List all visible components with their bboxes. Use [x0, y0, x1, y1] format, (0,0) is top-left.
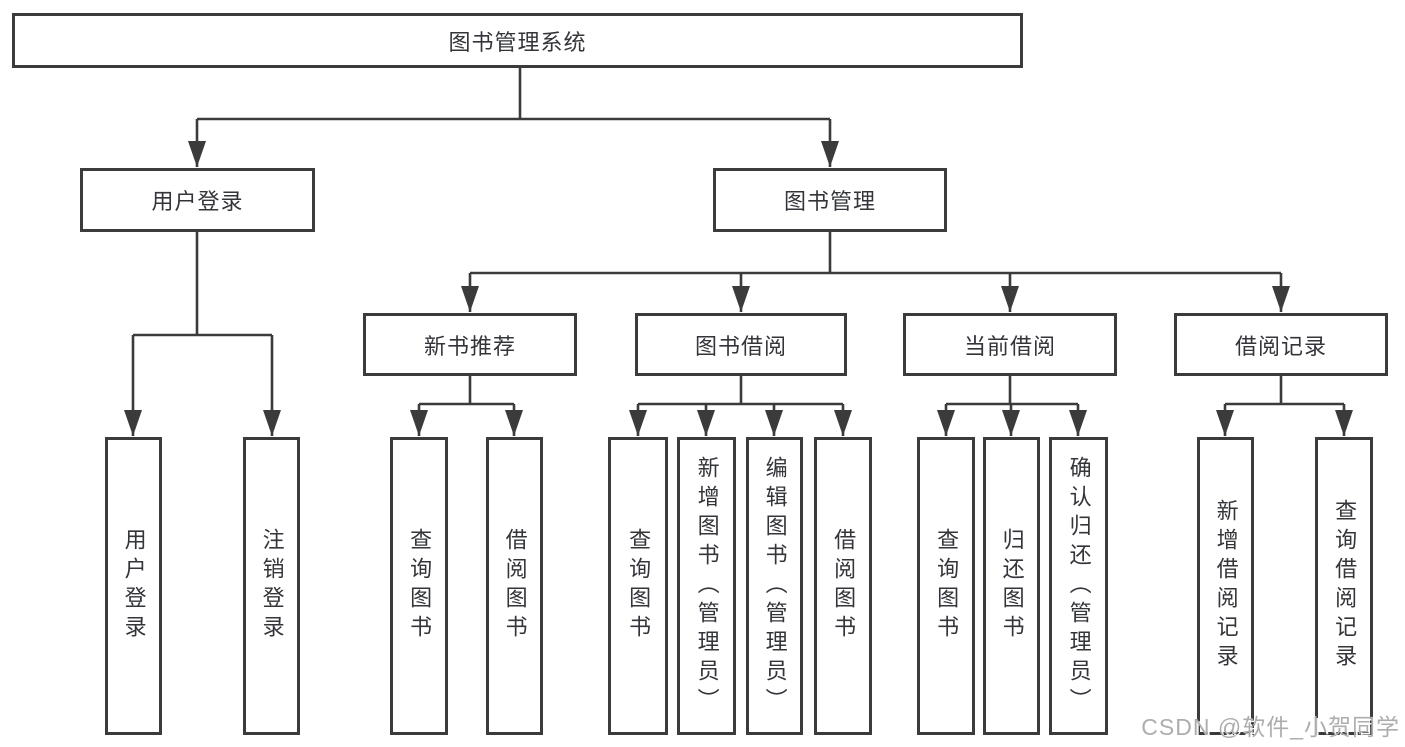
leaf-label: 借阅图书 [831, 528, 857, 644]
leaf-label: 注销登录 [259, 528, 285, 644]
leaf-label: 查询借阅记录 [1332, 499, 1358, 673]
node-new-book-recommendation: 新书推荐 [363, 313, 577, 376]
leaf-return-books: 归还图书 [983, 437, 1040, 735]
leaf-confirm-return-admin: 确认归还（管理员） [1049, 437, 1108, 735]
leaf-query-borrow-record: 查询借阅记录 [1315, 437, 1373, 735]
leaf-query-books-recommend: 查询图书 [390, 437, 448, 735]
node-label: 图书管理 [783, 189, 876, 214]
node-book-borrowing: 图书借阅 [635, 313, 847, 376]
node-label: 用户登录 [151, 189, 244, 214]
node-user-login: 用户登录 [80, 168, 315, 232]
node-label: 图书借阅 [694, 333, 787, 359]
leaf-label: 编辑图书（管理员） [762, 455, 788, 717]
leaf-label: 归还图书 [999, 528, 1025, 644]
node-current-borrowing: 当前借阅 [903, 313, 1117, 376]
leaf-add-borrow-record: 新增借阅记录 [1197, 437, 1254, 735]
leaf-borrow-books-recommend: 借阅图书 [486, 437, 543, 735]
node-label: 图书管理系统 [448, 29, 587, 55]
node-label: 借阅记录 [1234, 333, 1327, 359]
leaf-query-books-current: 查询图书 [917, 437, 975, 735]
leaf-label: 查询图书 [934, 528, 960, 644]
node-book-management: 图书管理 [713, 168, 947, 232]
leaf-add-books-admin: 新增图书（管理员） [677, 437, 736, 735]
leaf-borrow-books-borrowing: 借阅图书 [814, 437, 872, 735]
leaf-label: 查询图书 [407, 528, 433, 644]
leaf-label: 用户登录 [121, 528, 147, 644]
leaf-label: 新增图书（管理员） [694, 455, 720, 717]
leaf-logout: 注销登录 [243, 437, 300, 735]
leaf-label: 新增借阅记录 [1213, 499, 1239, 673]
leaf-label: 确认归还（管理员） [1066, 455, 1092, 717]
leaf-user-login: 用户登录 [105, 437, 162, 735]
node-label: 新书推荐 [423, 333, 516, 359]
node-borrowing-records: 借阅记录 [1174, 313, 1388, 376]
leaf-label: 查询图书 [626, 528, 652, 644]
leaf-label: 借阅图书 [502, 528, 528, 644]
csdn-watermark: CSDN @软件_小贺同学 [1141, 714, 1400, 740]
leaf-query-books-borrowing: 查询图书 [608, 437, 668, 735]
node-library-management-system: 图书管理系统 [12, 13, 1023, 68]
leaf-edit-books-admin: 编辑图书（管理员） [746, 437, 803, 735]
node-label: 当前借阅 [963, 333, 1056, 359]
